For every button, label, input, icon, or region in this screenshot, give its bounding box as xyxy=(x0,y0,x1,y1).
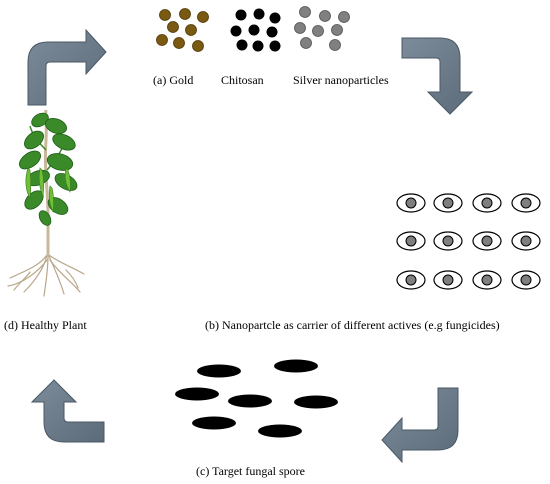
carrier-nanoparticle xyxy=(433,231,463,251)
carrier-nanoparticle xyxy=(511,270,541,290)
cycle-arrow-bottom-left-icon xyxy=(30,379,105,443)
carrier-nanoparticle xyxy=(511,231,541,251)
carrier-nanoparticle xyxy=(396,193,426,213)
chitosan-nanoparticles xyxy=(230,8,281,52)
label-fungal-spore: (c) Target fungal spore xyxy=(196,464,306,478)
cycle-arrow-top-right-icon xyxy=(401,37,474,115)
label-healthy-plant: (d) Healthy Plant xyxy=(4,318,87,332)
cycle-arrow-top-left-icon xyxy=(27,28,107,106)
label-carrier: (b) Nanopartcle as carrier of different … xyxy=(205,318,500,332)
silver-nanoparticles xyxy=(294,6,350,51)
carrier-nanoparticle xyxy=(472,193,502,213)
label-silver-nanoparticles: Silver nanoparticles xyxy=(293,73,389,87)
carrier-nanoparticle xyxy=(433,270,463,290)
carrier-nanoparticle xyxy=(396,270,426,290)
carrier-nanoparticle xyxy=(472,270,502,290)
label-gold: (a) Gold xyxy=(153,73,194,87)
label-chitosan: Chitosan xyxy=(221,73,264,87)
carrier-nanoparticle xyxy=(396,231,426,251)
fungal-spores xyxy=(175,359,338,438)
carrier-nanoparticle-grid xyxy=(396,193,541,290)
gold-nanoparticles xyxy=(156,8,209,52)
carrier-nanoparticle xyxy=(472,231,502,251)
plant-icon xyxy=(7,109,85,297)
cycle-arrow-bottom-right-icon xyxy=(381,387,459,464)
carrier-nanoparticle xyxy=(433,193,463,213)
carrier-nanoparticle xyxy=(511,193,541,213)
